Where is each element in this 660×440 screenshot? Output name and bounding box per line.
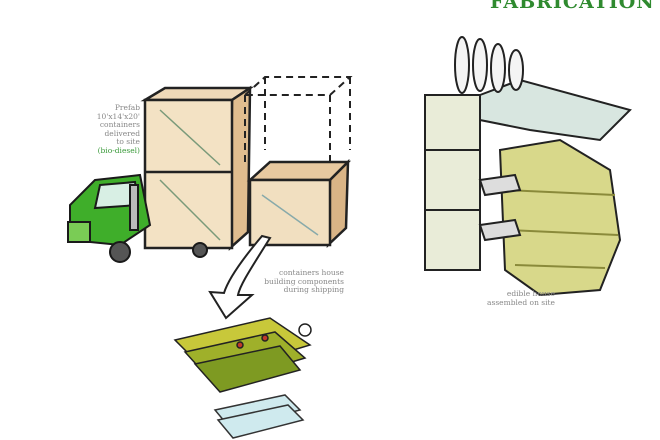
caption-line: delivered — [104, 128, 140, 138]
caption-line: 10'x14'x20' — [96, 111, 140, 121]
truck-caption: Prefab 10'x14'x20' containers delivered … — [60, 103, 140, 155]
edible-house — [424, 36, 632, 297]
edible-wall-modules — [173, 317, 312, 393]
truck — [67, 173, 208, 263]
caption-line: edible house — [506, 289, 555, 298]
caption-line: containers house — [279, 268, 344, 277]
caption-line: building components — [264, 276, 344, 286]
shipping-container — [246, 158, 352, 248]
dashed-container-outline — [242, 76, 353, 165]
containers-caption: containers house building components dur… — [250, 268, 344, 295]
glass-panels — [213, 394, 305, 439]
house-caption: edible house assembled on site — [470, 289, 555, 307]
caption-line: Prefab — [114, 103, 140, 112]
caption-line: containers — [99, 120, 140, 129]
caption-line: to site — [116, 137, 140, 146]
caption-line-bio-diesel: (bio-diesel) — [97, 145, 140, 155]
caption-line: assembled on site — [487, 297, 555, 307]
page-title: FABRICATION — [490, 0, 655, 13]
caption-line: during shipping — [283, 285, 344, 294]
truck-container-stack — [140, 85, 255, 251]
arrow-icon — [208, 234, 272, 320]
